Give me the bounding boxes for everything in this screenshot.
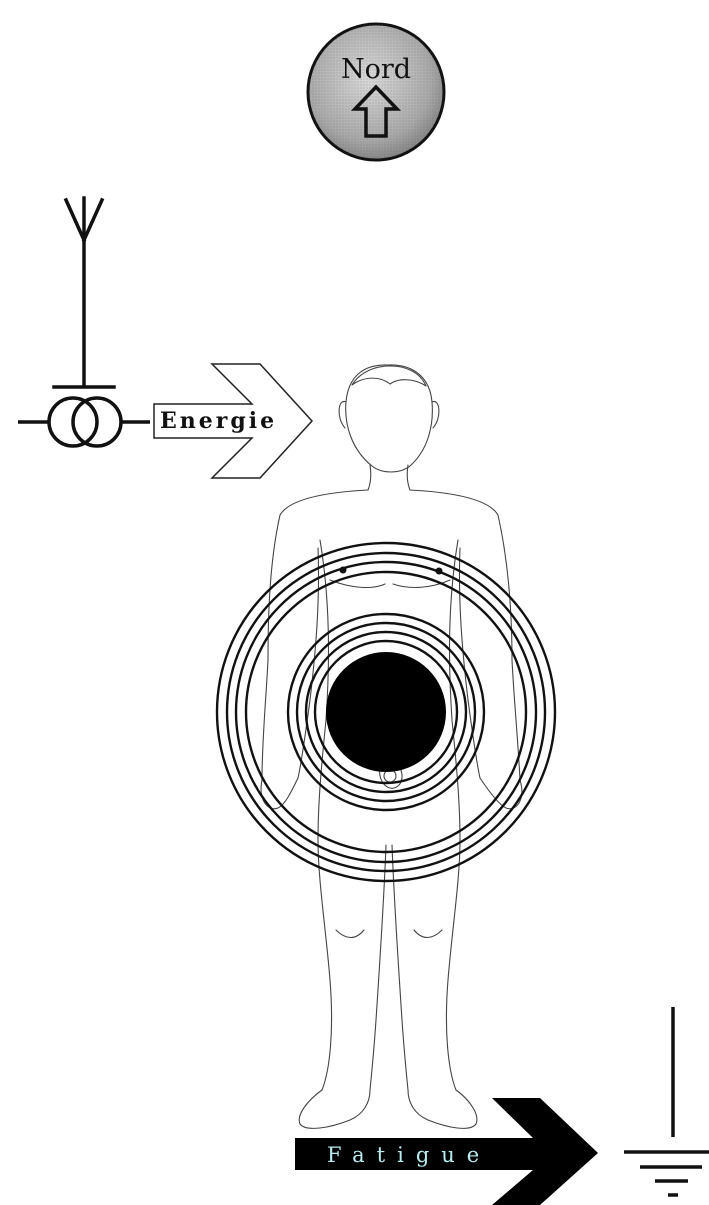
north-arrow-icon [350,84,402,138]
concentric-rings-icon [215,541,557,883]
transformer-icon [18,396,150,448]
solid-arrow-icon [295,1098,598,1205]
antenna-icon [52,196,116,389]
ground-icon [624,1007,709,1197]
compass-label: Nord [341,54,411,85]
hollow-arrow-icon [153,363,314,479]
energie-arrow: Energie [153,363,314,479]
fatigue-label: Fatigue [327,1143,491,1167]
energie-label: Energie [160,408,277,434]
dark-core-icon [326,652,446,772]
fatigue-arrow: Fatigue [295,1098,598,1205]
north-compass: Nord [306,22,446,162]
